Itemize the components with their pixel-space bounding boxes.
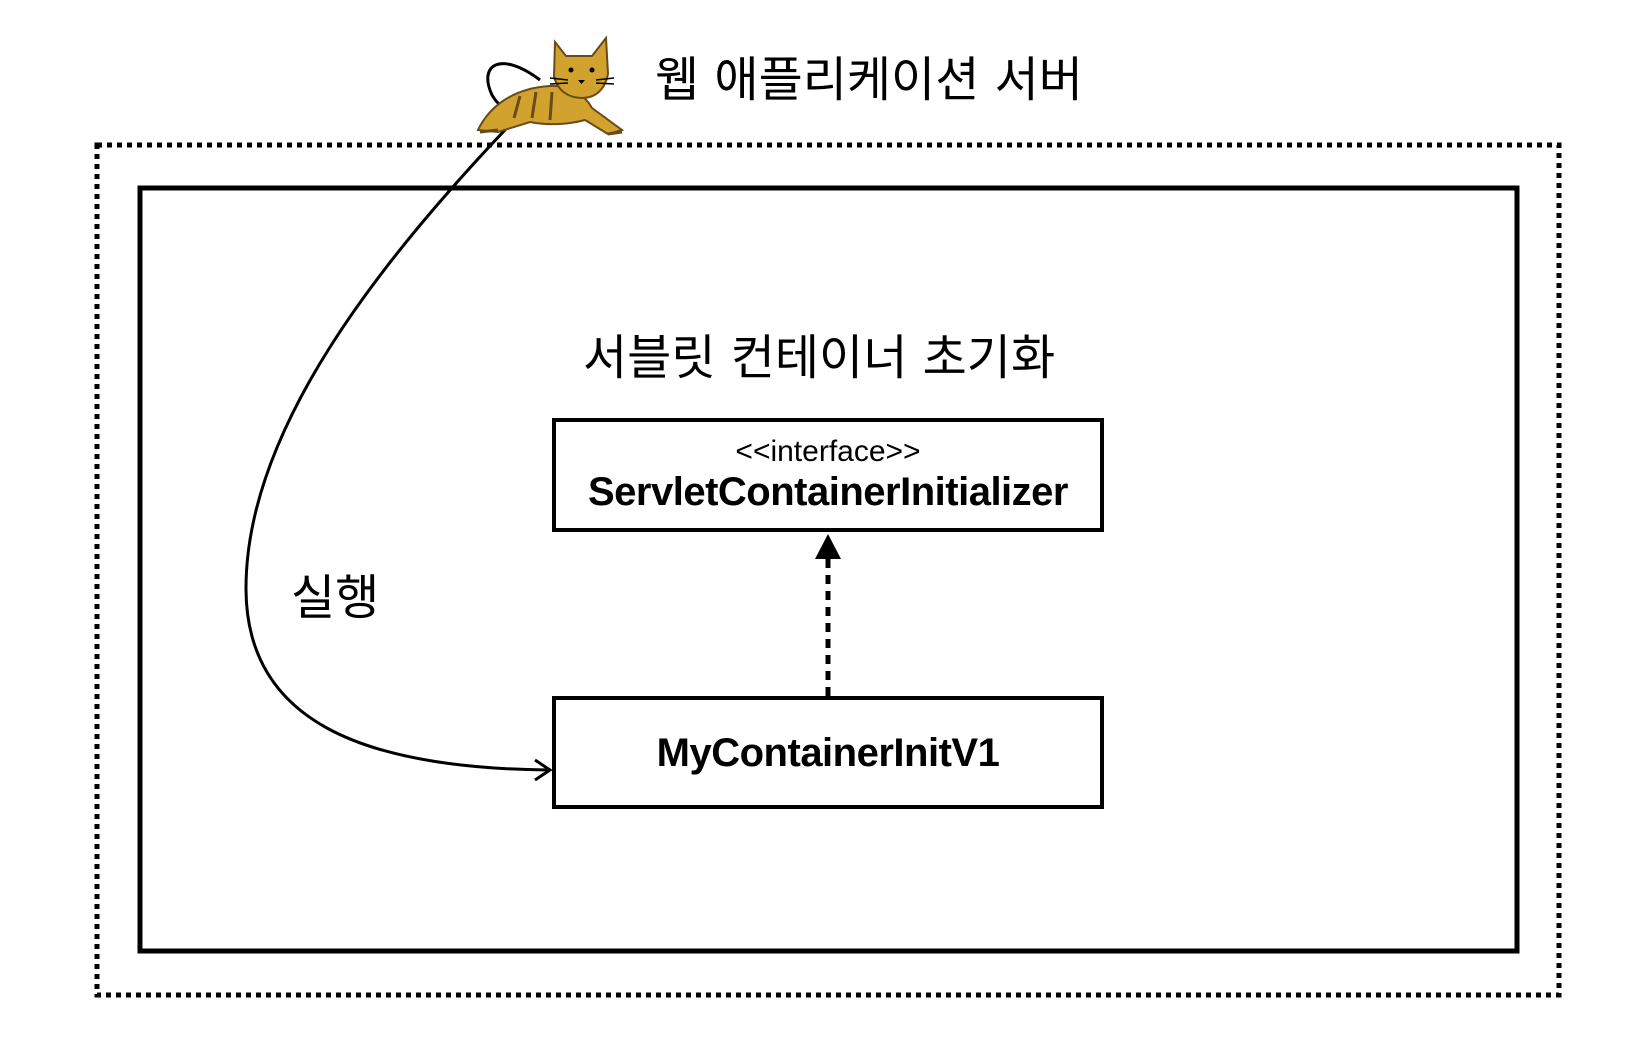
impl-box: MyContainerInitV1 bbox=[552, 696, 1104, 809]
server-title: 웹 애플리케이션 서버 bbox=[655, 52, 1083, 108]
container-boundary bbox=[137, 185, 1520, 954]
exec-arrow-head bbox=[534, 758, 553, 782]
interface-stereotype: <<interface>> bbox=[735, 435, 921, 468]
tomcat-logo-icon bbox=[476, 35, 625, 136]
server-boundary bbox=[94, 142, 1562, 998]
impl-name: MyContainerInitV1 bbox=[656, 730, 1000, 775]
interface-name: ServletContainerInitializer bbox=[588, 470, 1068, 514]
realization-arrow-head bbox=[815, 534, 841, 559]
exec-label: 실행 bbox=[291, 570, 380, 626]
exec-arrow-curve bbox=[244, 110, 549, 772]
interface-box: <<interface>> ServletContainerInitialize… bbox=[552, 418, 1104, 532]
container-title: 서블릿 컨테이너 초기화 bbox=[583, 330, 1056, 386]
